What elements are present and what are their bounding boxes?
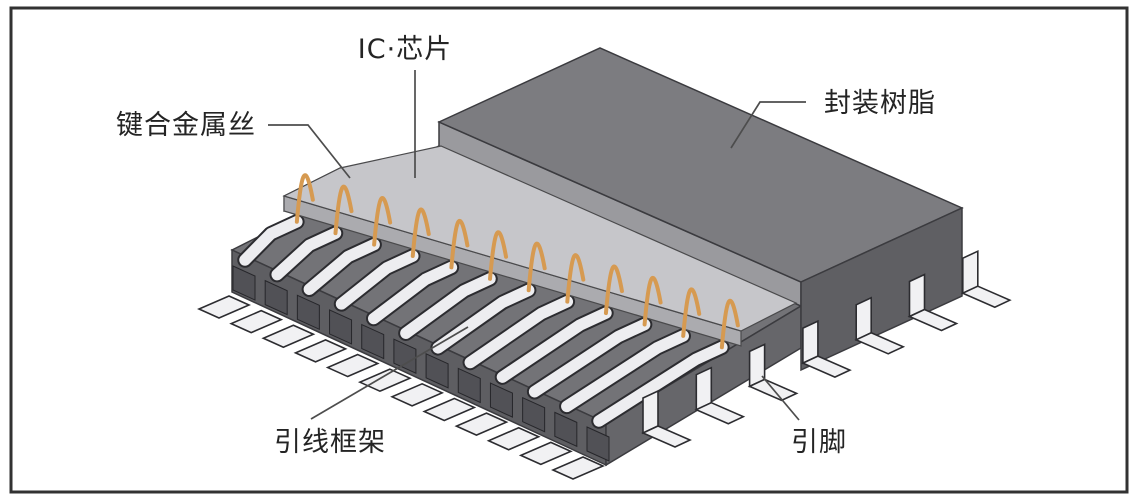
bond-wire [603, 264, 624, 316]
leader-molding-resin [730, 101, 806, 149]
lead-step-block [457, 367, 481, 404]
bond-wire [294, 173, 315, 224]
lead-step-block [361, 323, 385, 360]
package-pin-left [390, 382, 445, 407]
lead-step-block [425, 353, 449, 389]
lead-step-block [232, 265, 256, 301]
label-ic-chip: IC·芯片 [358, 34, 452, 65]
bond-wire [410, 207, 431, 258]
lead-finger [528, 318, 651, 398]
ic-chip-die [282, 145, 798, 347]
leader-lead-frame [310, 326, 469, 420]
package-pin-right-foot [854, 331, 906, 355]
leader-pin [761, 375, 800, 421]
leader-bonding-wire [268, 124, 351, 179]
bond-wire [565, 253, 586, 304]
lead-finger [335, 250, 419, 310]
lead-finger [271, 227, 342, 281]
lead-step-block [586, 426, 610, 462]
callouts: IC·芯片 键合金属丝 封装树脂 引线框架 引脚 [116, 34, 936, 458]
package-pin-left [325, 353, 380, 378]
lead-step-block [329, 309, 353, 345]
package-pin-left [454, 412, 509, 436]
lead-finger [593, 341, 728, 427]
lead-step-block [489, 382, 513, 418]
package-pin-right-foot [694, 401, 746, 425]
package-pin-right-foot [641, 425, 692, 448]
package-pin-left [422, 397, 477, 422]
package-pin-right-foot [800, 355, 852, 378]
bond-wire [488, 230, 509, 281]
bond-wire [681, 287, 702, 338]
lead-finger [496, 307, 612, 383]
lead-finger [303, 238, 380, 296]
lead-fingers [237, 214, 730, 429]
bond-wires [294, 173, 740, 350]
package-pin-right-foot [960, 285, 1012, 309]
bond-wire [526, 241, 547, 293]
lead-finger [464, 295, 574, 369]
package-pin-left [357, 368, 412, 393]
lead-step-block [554, 411, 578, 448]
package-pin-left [229, 309, 284, 334]
bond-wire [449, 218, 470, 270]
lead-finger [400, 273, 496, 339]
lead-step-blocks [232, 265, 610, 462]
lead-finger [367, 261, 458, 325]
left-pins [197, 295, 605, 480]
lead-step-block [296, 294, 320, 331]
lead-finger [239, 216, 303, 266]
lead-finger [561, 330, 689, 413]
label-bonding-wire: 键合金属丝 [116, 110, 256, 141]
package-pin-left [293, 339, 348, 363]
right-pins [641, 249, 1012, 448]
package-pin-left [197, 295, 251, 319]
bond-wire [642, 276, 663, 327]
label-pin: 引脚 [791, 427, 847, 458]
lead-step-block [522, 396, 546, 433]
package-pin-left [261, 324, 316, 349]
package-pin-left [551, 456, 605, 480]
bond-wire [372, 196, 393, 247]
label-lead-frame: 引线框架 [274, 427, 386, 458]
lead-step-block [264, 279, 288, 316]
package-pin-left [518, 441, 573, 466]
label-molding-resin: 封装树脂 [824, 88, 936, 119]
resin-front-face [800, 206, 963, 372]
chip-top-face [282, 145, 798, 332]
package-pin-right-foot [907, 308, 959, 332]
molding-resin-block [437, 47, 964, 372]
bond-wire [333, 184, 354, 236]
lead-step-block [393, 338, 417, 374]
bond-wire [719, 298, 740, 350]
package-pin-left [486, 426, 541, 451]
